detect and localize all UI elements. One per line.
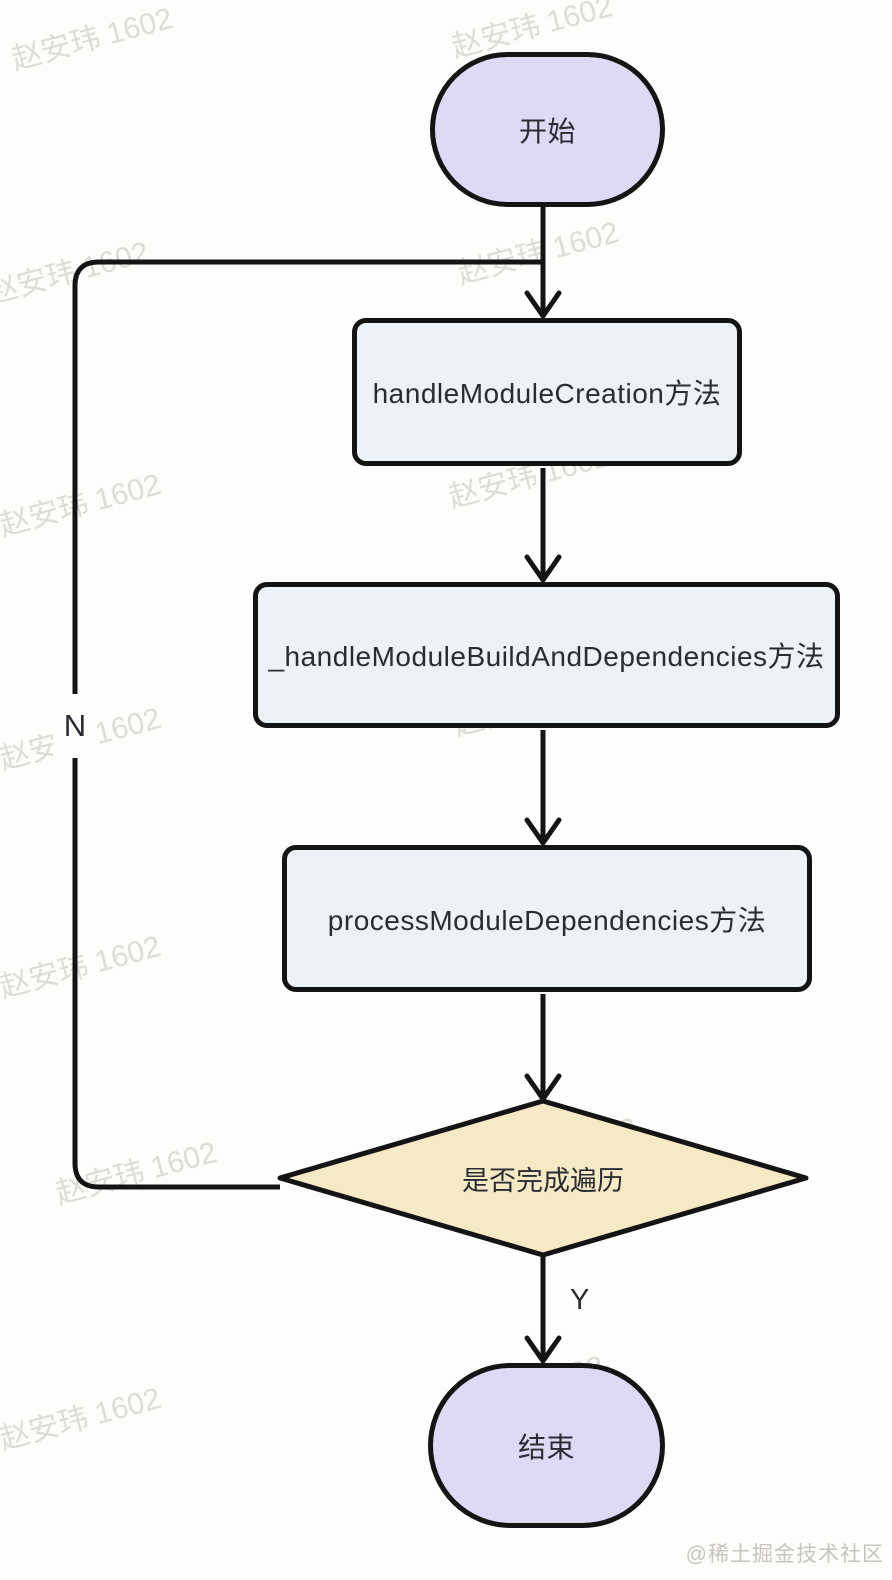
- process-node-process-module-dependencies: processModuleDependencies方法: [282, 845, 812, 992]
- process-node-label: handleModuleCreation方法: [372, 378, 722, 409]
- edge-label-yes: Y: [570, 1284, 590, 1316]
- arrowhead-end: [524, 1335, 562, 1364]
- process-node-handle-module-creation: handleModuleCreation方法: [352, 318, 742, 466]
- process-node-label: processModuleDependencies方法: [327, 904, 767, 936]
- arrowhead-step3: [524, 817, 562, 846]
- start-node-label: 开始: [518, 115, 576, 147]
- process-node-label: _handleModuleBuildAndDependencies方法: [268, 641, 825, 672]
- edge-label-no: N: [53, 694, 97, 758]
- process-node-handle-module-build-and-dependencies: _handleModuleBuildAndDependencies方法: [253, 582, 840, 728]
- decision-shape: [277, 1098, 809, 1258]
- start-node: 开始: [430, 52, 665, 207]
- arrowhead-step1: [524, 290, 562, 319]
- end-node-label: 结束: [517, 1431, 575, 1463]
- arrowhead-step2: [524, 554, 562, 583]
- credit-watermark: @稀土掘金技术社区: [685, 1543, 884, 1566]
- end-node: 结束: [428, 1363, 665, 1528]
- decision-node-label: 是否完成遍历: [462, 1165, 624, 1196]
